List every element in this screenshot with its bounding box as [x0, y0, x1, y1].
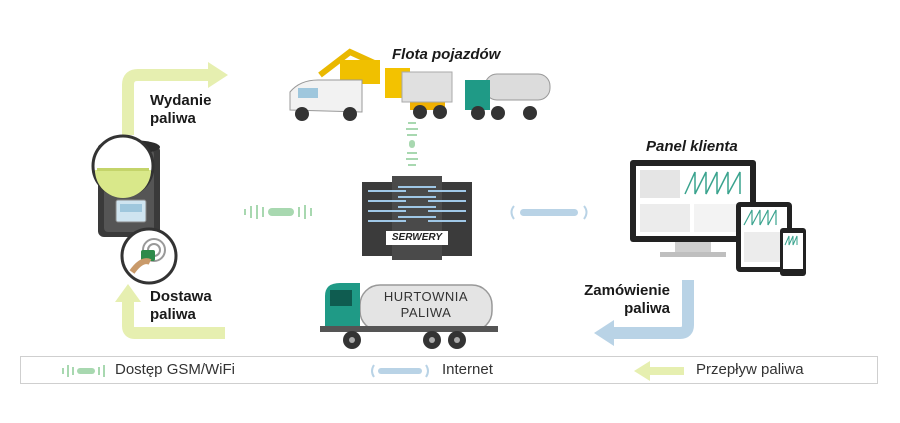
server-rack-icon	[362, 176, 472, 260]
legend-internet-symbol	[371, 364, 429, 378]
wholesale-label-line1: HURTOWNIA	[383, 289, 469, 304]
fuel-order-arrow	[594, 280, 694, 346]
fuel-issue-arrow	[122, 62, 228, 135]
gsm-link-vertical	[406, 122, 418, 166]
fuel-issue-label-line1: Wydanie	[150, 92, 212, 109]
fuel-issue-label: Wydanie paliwa	[150, 92, 211, 128]
fuel-order-label-line2: paliwa	[624, 300, 670, 317]
monitor-tablet-phone-icon	[630, 160, 806, 276]
fuel-delivery-label: Dostawa paliwa	[150, 288, 212, 324]
legend-fuel-flow-label: Przepływ paliwa	[696, 361, 804, 378]
fuel-delivery-arrow	[115, 284, 225, 339]
fuel-delivery-label-line2: paliwa	[150, 306, 196, 323]
legend-gsm-symbol	[62, 365, 105, 377]
internet-link	[510, 205, 588, 220]
fuel-delivery-label-line1: Dostawa	[150, 288, 212, 305]
legend-internet-label: Internet	[442, 361, 493, 378]
gsm-link-horizontal	[244, 205, 312, 219]
legend-fuel-flow-symbol	[634, 361, 684, 381]
fuel-order-label-line1: Zamówienie	[584, 282, 670, 299]
wholesale-label-line2: PALIWA	[400, 305, 452, 320]
fuel-issue-label-line2: paliwa	[150, 110, 196, 127]
fuel-dispenser-icon	[91, 134, 160, 237]
rfid-card-icon	[120, 227, 178, 285]
tanker-truck-icon	[320, 283, 498, 349]
vehicle-fleet-icon	[289, 48, 551, 121]
servers-label: SERWERY	[386, 231, 448, 245]
legend-gsm-label: Dostęp GSM/WiFi	[115, 361, 236, 378]
client-panel-label: Panel klienta	[646, 138, 738, 155]
legend	[20, 356, 878, 384]
fuel-order-label: Zamówienie paliwa	[580, 282, 670, 318]
fleet-label: Flota pojazdów	[392, 46, 501, 63]
